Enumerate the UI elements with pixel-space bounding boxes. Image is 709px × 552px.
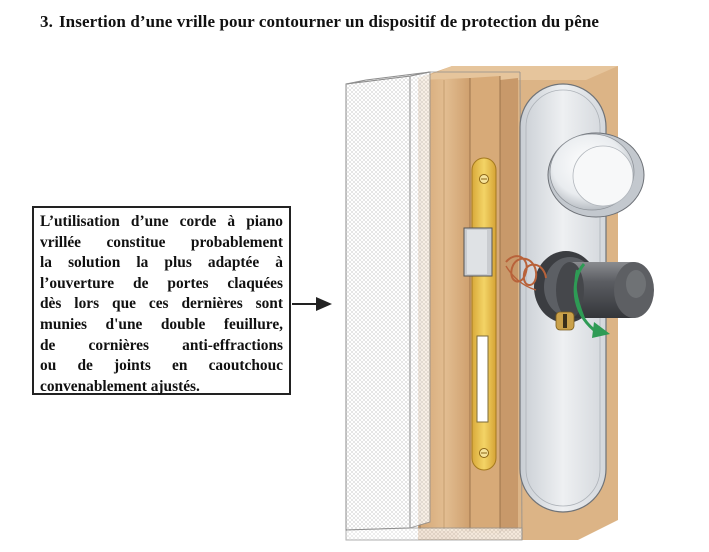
callout-line: dès lors que ces dernières sont: [40, 295, 283, 313]
mesh-box: [345, 71, 523, 541]
section-number: 3.: [40, 12, 53, 31]
section-heading: 3. Insertion d’une vrille pour contourner…: [40, 12, 599, 32]
piano-wire: [505, 255, 547, 291]
frame-jamb: [419, 76, 518, 534]
door-knob: [556, 262, 654, 318]
callout-line: de cornières anti-effractions: [40, 336, 283, 354]
callout-line: L’utilisation d’une corde à piano: [40, 213, 283, 230]
strike-plate: [471, 157, 497, 471]
callout-box: L’utilisation d’une corde à piano vrillé…: [32, 206, 291, 395]
callout-line: munies d'une double feuillure,: [40, 315, 283, 333]
callout-line: vrillée constitue probablement: [40, 233, 283, 251]
pointer-arrow-icon: [292, 297, 332, 311]
callout-line: l’ouverture de portes claquées: [40, 274, 283, 292]
keyhole: [555, 311, 575, 331]
knob-rose: [547, 132, 645, 218]
section-title: Insertion d’une vrille pour contourner u…: [58, 12, 600, 31]
callout-line: ou de joints en caoutchouc: [40, 357, 283, 375]
callout-line: la solution la plus adaptée à: [40, 254, 283, 272]
latch-bolt: [463, 227, 493, 277]
callout-line: convenablement ajustés.: [40, 377, 200, 395]
rotation-arrow-icon: [573, 263, 610, 338]
